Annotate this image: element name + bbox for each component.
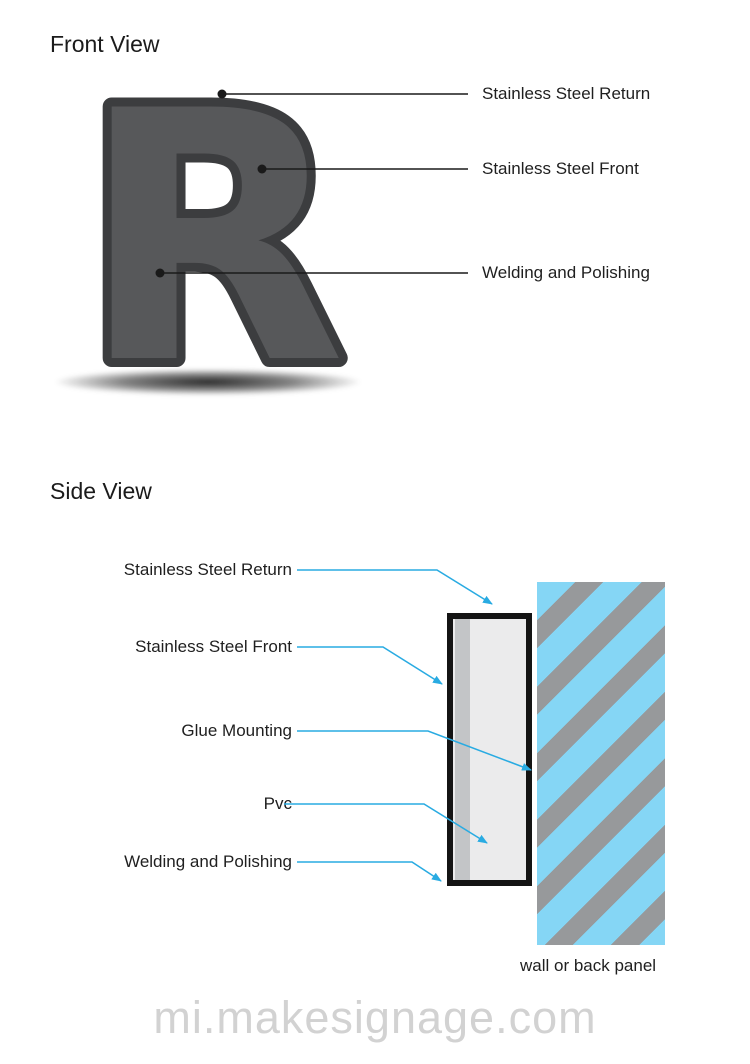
side-callout-label-glue: Glue Mounting [181,721,292,740]
front-callout-label-welding: Welding and Polishing [482,263,650,282]
cross-section-front-strip [455,619,470,880]
front-view-title: Front View [50,31,160,57]
side-callout-line-welding [297,861,442,882]
front-callout-label-front: Stainless Steel Front [482,159,639,178]
side-callout-label-front: Stainless Steel Front [135,637,292,656]
letter-r-graphic: R [71,70,355,385]
side-callout-label-return: Stainless Steel Return [123,560,292,579]
side-callout-line-return [297,569,493,605]
side-view-title: Side View [50,478,152,504]
side-callout-label-pvc: Pvc [263,794,292,813]
watermark: mi.makesignage.com [153,992,597,1043]
wall-caption: wall or back panel [520,956,657,975]
letter-shadow [56,369,360,395]
letter-r-glyph: R [80,70,346,385]
side-callout-line-front [297,646,443,685]
front-callout-label-return: Stainless Steel Return [482,84,651,103]
side-callout-label-welding: Welding and Polishing [124,852,292,871]
wall-back-panel [537,582,665,945]
letter-cross-section [447,613,532,886]
